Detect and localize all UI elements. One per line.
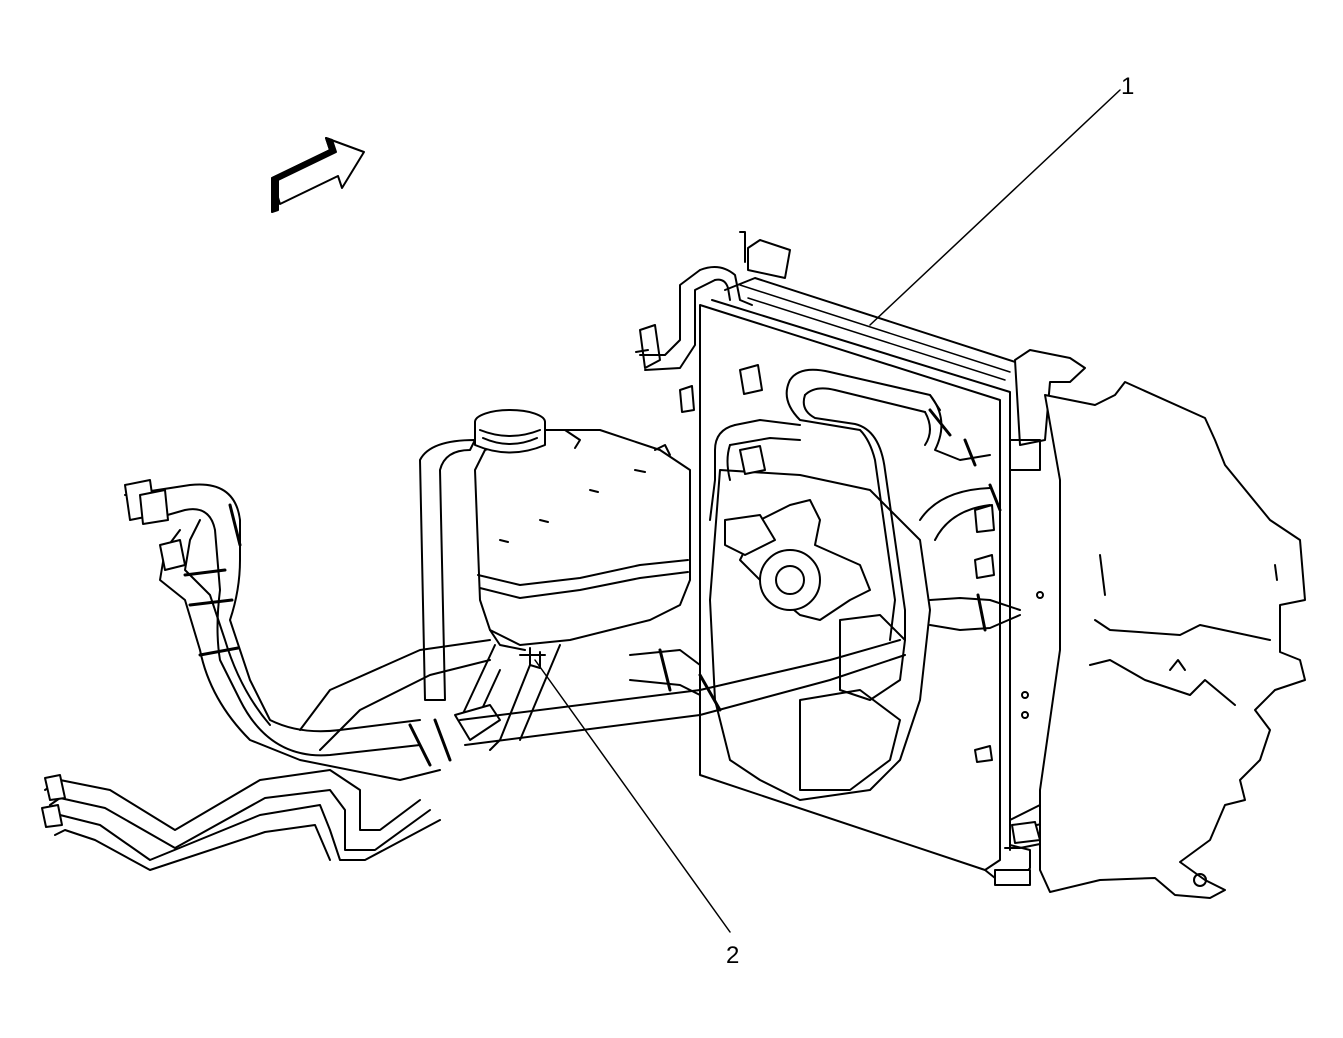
callout-2-leader: [534, 659, 731, 933]
fan-housing: [709, 469, 931, 801]
callout-1-leader: [869, 89, 1121, 326]
direction-arrow-icon: [271, 137, 365, 213]
coolant-hoses: [44, 265, 1021, 871]
coolant-reservoir: [474, 409, 691, 669]
callout-2-label: 2: [726, 942, 740, 969]
callout-1-label: 1: [1121, 73, 1135, 100]
callout-leaders: [534, 89, 1121, 933]
hose-fittings: [41, 364, 1041, 886]
reservoir-bracket: [454, 644, 561, 751]
fan-shroud: [1021, 381, 1306, 899]
